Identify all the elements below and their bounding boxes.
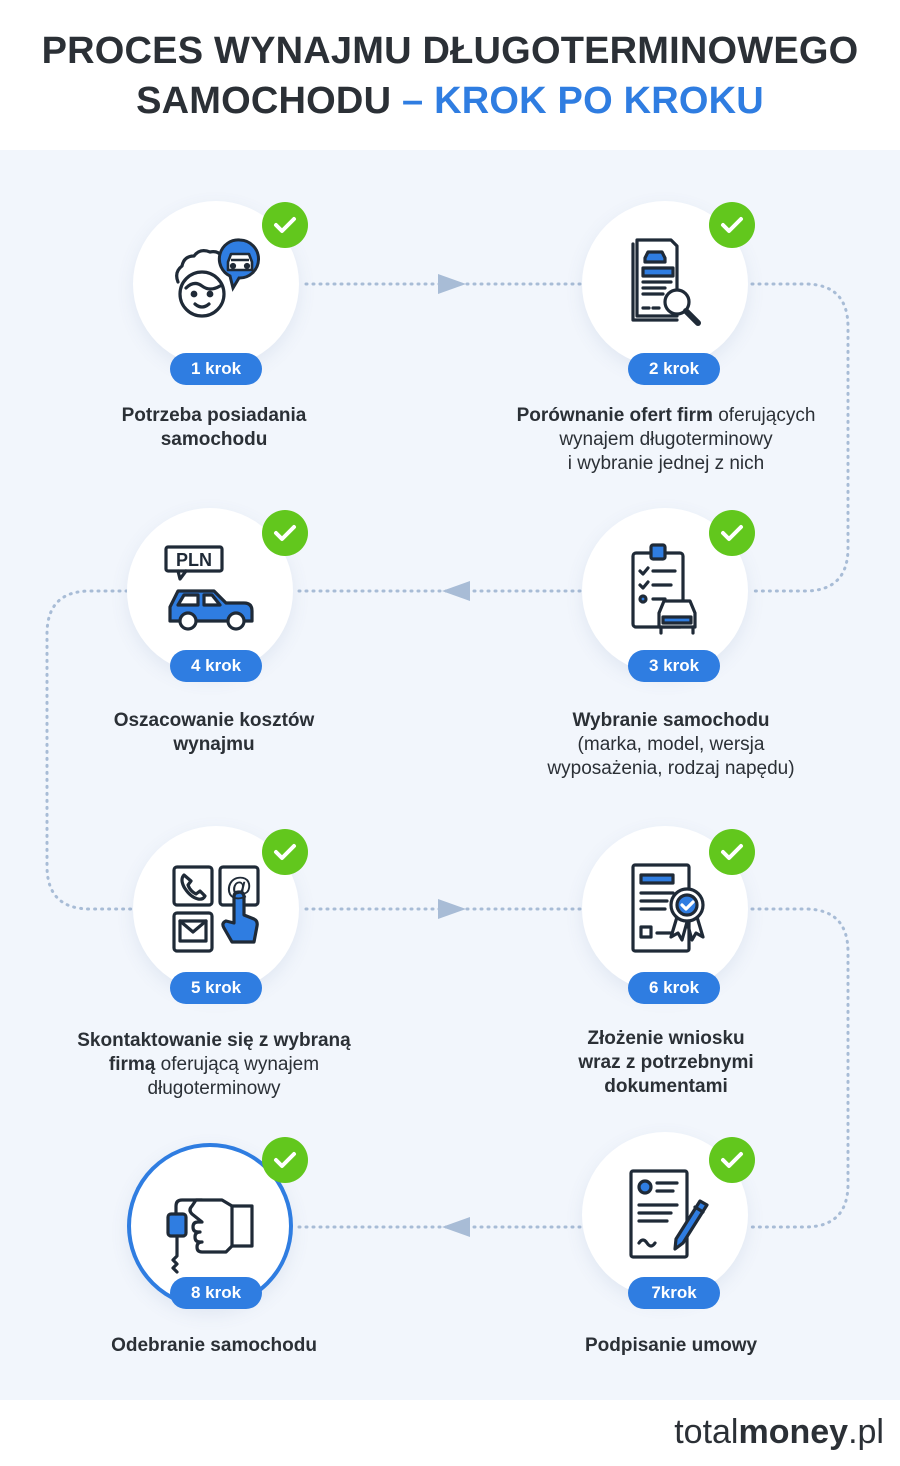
desc-bold: wraz z potrzebnymi <box>578 1052 754 1073</box>
step-badge: 2 krok <box>628 353 720 385</box>
desc-text: oferujących <box>712 405 816 426</box>
contact-icon: @ <box>172 865 260 953</box>
step-badge: 3 krok <box>628 650 720 682</box>
desc-bold: firmą <box>108 1054 156 1075</box>
desc-bold: Podpisanie umowy <box>584 1335 758 1356</box>
title-accent: KROK PO KROKU <box>434 80 764 122</box>
step-badge: 6 krok <box>628 972 720 1004</box>
arrow-left-1 <box>442 581 470 601</box>
brand-logo: totalmoney.pl <box>674 1410 884 1454</box>
arrow-left-2 <box>442 1217 470 1237</box>
desc-bold: Porównanie ofert firm <box>516 405 713 426</box>
step-description: Złożenie wniosku wraz z potrzebnymi doku… <box>476 1027 856 1099</box>
check-icon <box>262 510 308 556</box>
person-car-icon <box>175 238 260 318</box>
step-description: Oszacowanie kosztów wynajmu <box>24 709 404 757</box>
hand-key-icon <box>166 1198 254 1274</box>
desc-bold: Potrzeba posiadania <box>121 405 307 426</box>
desc-bold: Oszacowanie kosztów <box>113 710 315 731</box>
clipboard-car-icon <box>631 543 697 635</box>
desc-text: (marka, model, wersja <box>577 734 765 755</box>
title-line-2: SAMOCHODU – KROK PO KROKU <box>0 76 900 126</box>
svg-text:@: @ <box>226 871 251 901</box>
title-line-1: PROCES WYNAJMU DŁUGOTERMINOWEGO <box>41 30 859 72</box>
step-description: Wybranie samochodu (marka, model, wersja… <box>481 709 861 781</box>
step-badge: 4 krok <box>170 650 262 682</box>
arrow-right-2 <box>438 899 466 919</box>
step-badge: 8 krok <box>170 1277 262 1309</box>
step-4-circle: PLN <box>127 508 293 674</box>
step-5-circle: @ <box>133 826 299 992</box>
desc-text: i wybranie jednej z nich <box>567 453 765 474</box>
check-icon <box>709 510 755 556</box>
desc-text: wynajem długoterminowy <box>559 429 773 450</box>
desc-bold: dokumentami <box>604 1076 728 1097</box>
step-description: Skontaktowanie się z wybraną firmą oferu… <box>24 1029 404 1101</box>
page-title: PROCES WYNAJMU DŁUGOTERMINOWEGO SAMOCHOD… <box>0 26 900 126</box>
check-icon <box>262 1137 308 1183</box>
step-description: Podpisanie umowy <box>481 1334 861 1358</box>
certificate-icon <box>631 863 705 953</box>
pln-car-icon: PLN <box>164 545 254 631</box>
desc-bold: Wybranie samochodu <box>572 710 770 731</box>
title-text: SAMOCHODU <box>136 80 392 122</box>
step-description: Odebranie samochodu <box>24 1334 404 1358</box>
desc-bold: samochodu <box>160 429 268 450</box>
document-search-icon <box>631 238 701 326</box>
desc-text: długoterminowy <box>147 1078 281 1099</box>
brand-bold: money <box>738 1413 849 1451</box>
desc-bold: Skontaktowanie się z wybraną <box>77 1030 351 1051</box>
check-icon <box>709 1137 755 1183</box>
check-icon <box>262 202 308 248</box>
step-badge: 7krok <box>628 1277 720 1309</box>
desc-bold: wynajmu <box>173 734 255 755</box>
step-description: Potrzeba posiadania samochodu <box>24 404 404 452</box>
step-description: Porównanie ofert firm oferujących wynaje… <box>476 404 856 476</box>
brand-tld: .pl <box>848 1413 884 1451</box>
step-badge: 1 krok <box>170 353 262 385</box>
desc-text: wyposażenia, rodzaj napędu) <box>547 758 795 779</box>
title-dash: – <box>391 80 435 122</box>
brand-light: total <box>674 1413 739 1451</box>
arrow-right-1 <box>438 274 466 294</box>
desc-bold: Odebranie samochodu <box>111 1335 317 1356</box>
check-icon <box>709 202 755 248</box>
svg-text:PLN: PLN <box>176 550 212 570</box>
step-badge: 5 krok <box>170 972 262 1004</box>
contract-sign-icon <box>629 1169 709 1259</box>
check-icon <box>262 829 308 875</box>
desc-bold: Złożenie wniosku <box>587 1028 745 1049</box>
check-icon <box>709 829 755 875</box>
desc-text: oferującą wynajem <box>155 1054 320 1075</box>
